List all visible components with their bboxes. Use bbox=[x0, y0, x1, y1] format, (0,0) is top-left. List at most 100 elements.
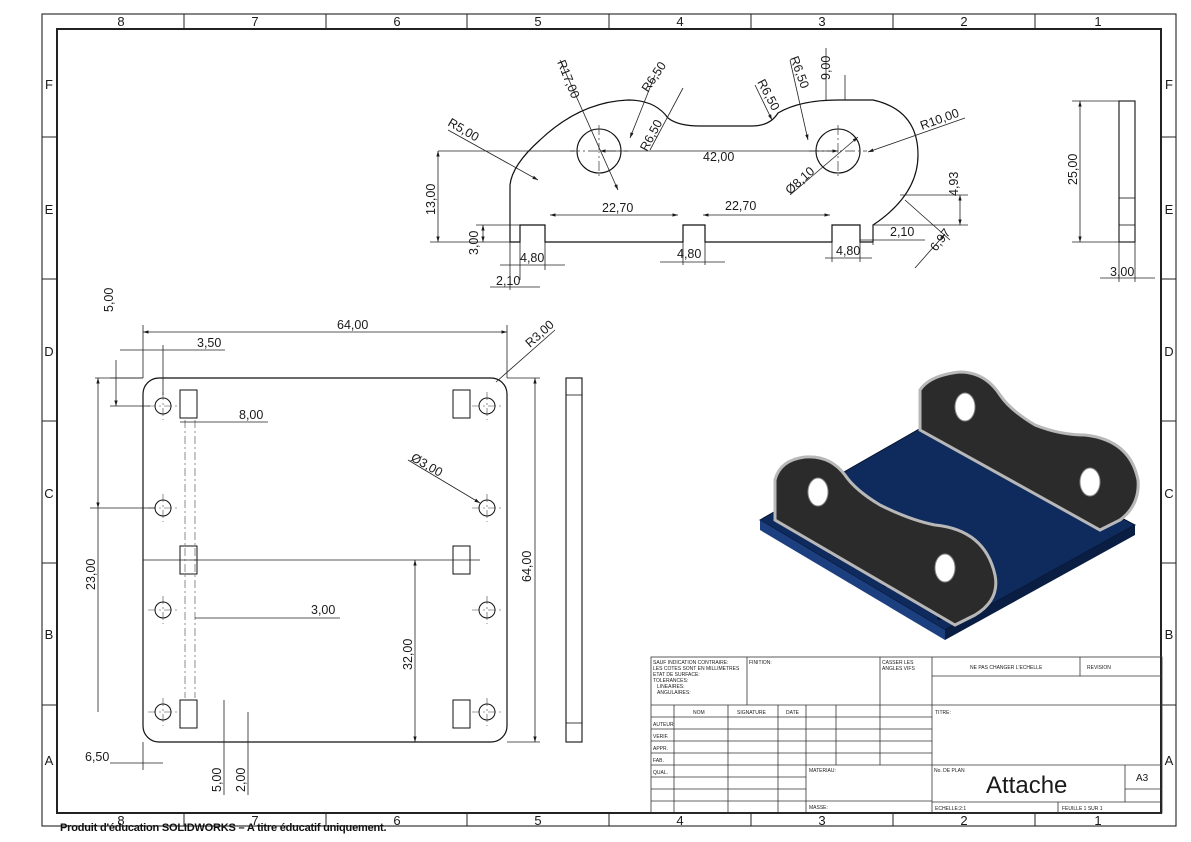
zone-row-right: C bbox=[1164, 486, 1173, 501]
front-dimension-text: 5,00 3,50 64,00 R3,00 8,00 Ø3,00 23,00 6… bbox=[84, 288, 557, 792]
tb-feuille: FEUILLE 1 SUR 1 bbox=[1062, 806, 1103, 812]
front-side-strip bbox=[565, 377, 583, 743]
zone-col-bottom: 2 bbox=[960, 813, 967, 828]
dim-r17: R17,00 bbox=[554, 58, 582, 101]
zone-col-bottom: 3 bbox=[818, 813, 825, 828]
dim-8: 8,00 bbox=[239, 408, 263, 422]
bracket-profile bbox=[509, 99, 919, 243]
zone-col-bottom: 8 bbox=[117, 813, 124, 828]
dim-r5: R5,00 bbox=[446, 115, 482, 144]
zone-col-top: 8 bbox=[117, 14, 124, 29]
dim-r650: R6,50 bbox=[754, 77, 782, 113]
zone-row-right: D bbox=[1164, 344, 1173, 359]
tb-no-de-plan: No. DE PLAN bbox=[934, 768, 965, 774]
dim-r3: R3,00 bbox=[523, 317, 557, 350]
dim-210: 2,10 bbox=[890, 225, 914, 239]
dimension-lines bbox=[430, 48, 968, 290]
zone-col-bottom: 7 bbox=[251, 813, 258, 828]
dim-r10: R10,00 bbox=[918, 106, 961, 133]
zone-row-left: C bbox=[44, 486, 53, 501]
dim-13: 13,00 bbox=[424, 184, 438, 215]
tb-header-nom: NOM bbox=[693, 710, 705, 716]
zone-ticks bbox=[42, 14, 1176, 826]
tb-casser: ANGLES VIFS bbox=[882, 666, 915, 672]
zone-col-top: 2 bbox=[960, 14, 967, 29]
zone-col-bottom: 6 bbox=[393, 813, 400, 828]
zone-col-top: 1 bbox=[1094, 14, 1101, 29]
tb-titre: TITRE: bbox=[935, 710, 951, 716]
dim-2270: 22,70 bbox=[725, 199, 756, 213]
dim-480: 4,80 bbox=[836, 244, 860, 258]
title-block-text: SAUF INDICATION CONTRAIRE: LES COTES SON… bbox=[653, 660, 1149, 812]
dim-480: 4,80 bbox=[520, 251, 544, 265]
tb-role: FAB. bbox=[653, 758, 664, 764]
dim-650: 6,50 bbox=[85, 750, 109, 764]
dim-32: 32,00 bbox=[401, 639, 415, 670]
tb-note: ANGULAIRES: bbox=[657, 690, 691, 696]
zone-col-bottom: 4 bbox=[676, 813, 683, 828]
dim-493: 4,93 bbox=[947, 172, 961, 196]
dim-3: 3,00 bbox=[1110, 265, 1134, 279]
zone-col-bottom: 5 bbox=[534, 813, 541, 828]
tb-note: LES COTES SONT EN MILLIMETRES bbox=[653, 666, 740, 672]
title-block bbox=[650, 656, 1163, 814]
zone-row-right: E bbox=[1165, 202, 1174, 217]
plate-slots bbox=[179, 389, 471, 729]
zone-row-left: E bbox=[45, 202, 54, 217]
top-view: R17,00 R6,50 R6,50 R6,50 R6,50 9,00 R5,0… bbox=[424, 48, 968, 290]
zone-col-top: 3 bbox=[818, 14, 825, 29]
isometric-view bbox=[759, 370, 1140, 640]
dim-5: 5,00 bbox=[210, 768, 224, 792]
education-watermark-footer: Produit d'éducation SOLIDWORKS – A titre… bbox=[60, 822, 387, 834]
zone-row-left: F bbox=[45, 77, 53, 92]
tb-finition: FINITION: bbox=[749, 660, 772, 666]
dim-25: 25,00 bbox=[1066, 154, 1080, 185]
zone-row-left: A bbox=[45, 753, 54, 768]
dim-23: 23,00 bbox=[84, 559, 98, 590]
zone-col-top: 6 bbox=[393, 14, 400, 29]
tb-casser: CASSER LES bbox=[882, 660, 914, 666]
dim-480: 4,80 bbox=[677, 247, 701, 261]
dim-d810: Ø8,10 bbox=[783, 164, 818, 197]
tb-revision: REVISION bbox=[1087, 665, 1111, 671]
front-dimension-lines bbox=[90, 325, 556, 795]
tb-masse: MASSE: bbox=[809, 805, 828, 811]
zone-row-left: B bbox=[45, 627, 54, 642]
dim-3: 3,00 bbox=[467, 231, 481, 255]
plate-centerlines bbox=[148, 392, 502, 726]
dim-9: 9,00 bbox=[819, 56, 833, 80]
tb-role: AUTEUR bbox=[653, 722, 674, 728]
tb-role: VERIF. bbox=[653, 734, 669, 740]
front-view: 5,00 3,50 64,00 R3,00 8,00 Ø3,00 23,00 6… bbox=[84, 288, 557, 795]
zone-row-right: F bbox=[1165, 77, 1173, 92]
tb-header-date: DATE bbox=[786, 710, 800, 716]
zone-row-right: B bbox=[1165, 627, 1174, 642]
tb-note: LINEAIRES: bbox=[657, 684, 685, 690]
dim-64: 64,00 bbox=[520, 551, 534, 582]
zone-row-left: D bbox=[44, 344, 53, 359]
dim-2: 2,00 bbox=[234, 768, 248, 792]
zone-col-bottom: 1 bbox=[1094, 813, 1101, 828]
side-view: 25,00 3,00 bbox=[1066, 100, 1155, 282]
zone-col-top: 7 bbox=[251, 14, 258, 29]
dim-350: 3,50 bbox=[197, 336, 221, 350]
drawing-title: Attache bbox=[986, 772, 1067, 799]
tb-role: QUAL. bbox=[653, 770, 668, 776]
tb-note: TOLERANCES: bbox=[653, 678, 688, 684]
tb-echelle: ECHELLE:2:1 bbox=[935, 806, 966, 812]
zone-col-top: 5 bbox=[534, 14, 541, 29]
tb-note: SAUF INDICATION CONTRAIRE: bbox=[653, 660, 728, 666]
tb-materiau: MATERIAU: bbox=[809, 768, 836, 774]
zone-labels: 8 7 6 5 4 3 2 1 8 7 6 5 4 3 2 1 F E D C … bbox=[44, 14, 1173, 828]
zone-row-right: A bbox=[1165, 753, 1174, 768]
plate-holes bbox=[154, 397, 496, 721]
tb-format: A3 bbox=[1136, 773, 1149, 784]
tb-note: ETAT DE SURFACE: bbox=[653, 672, 700, 678]
dim-r650: R6,50 bbox=[787, 54, 812, 90]
dim-5: 5,00 bbox=[102, 288, 116, 312]
dim-2270: 22,70 bbox=[602, 201, 633, 215]
tb-ne-pas-changer: NE PAS CHANGER L'ECHELLE bbox=[970, 665, 1043, 671]
dim-42: 42,00 bbox=[703, 150, 734, 164]
dim-r650: R6,50 bbox=[639, 59, 669, 95]
